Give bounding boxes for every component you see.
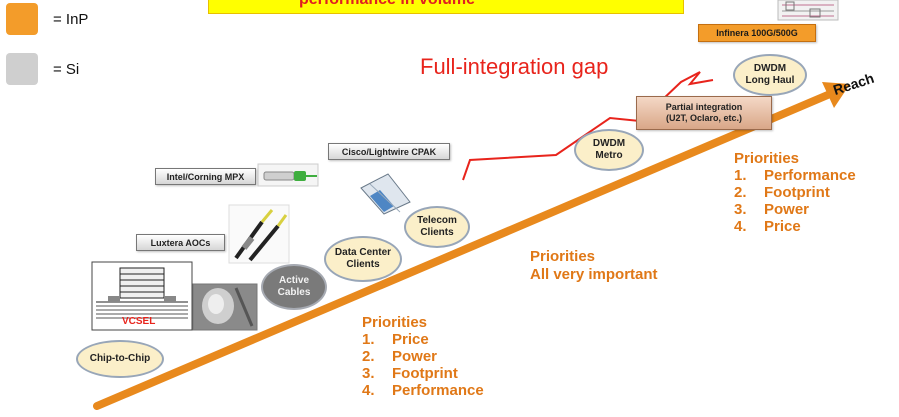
telecom-clients-line1: Telecom [417, 215, 457, 226]
active-cables-line2: Cables [277, 287, 311, 298]
priorities-bottom-title: Priorities [362, 314, 428, 331]
priorities-right-item: 1.Performance [734, 167, 856, 184]
priorities-right: Priorities 1.Performance 2.Footprint 3.P… [734, 150, 856, 235]
inp-legend-label: = InP [53, 11, 89, 28]
si-legend-swatch [6, 53, 38, 85]
luxtera-aoc-box: Luxtera AOCs [136, 234, 225, 251]
data-center-clients-line2: Clients [346, 259, 380, 270]
telecom-clients-oval: Telecom Clients [404, 206, 470, 248]
reach-arrow-shaft [93, 90, 834, 410]
priorities-bottom: Priorities 1.Price 2.Power 3.Footprint 4… [362, 314, 484, 399]
priorities-right-item: 3.Power [734, 201, 810, 218]
vcsel-diagram [91, 261, 193, 331]
dwdm-long-haul-line1: DWDM [753, 63, 787, 74]
infinera-box: Infinera 100G/500G [698, 24, 816, 42]
partial-integration-line1: Partial integration [665, 102, 743, 112]
data-center-clients-oval: Data Center Clients [324, 236, 402, 282]
dwdm-metro-line2: Metro [595, 150, 623, 161]
partial-integration-box: Partial integration (U2T, Oclaro, etc.) [636, 96, 772, 130]
inp-legend-swatch [6, 3, 38, 35]
dwdm-long-haul-line2: Long Haul [745, 75, 795, 86]
cisco-cpak-box: Cisco/Lightwire CPAK [328, 143, 450, 160]
priorities-middle-subtitle: All very important [530, 266, 658, 283]
dwdm-metro-oval: DWDM Metro [574, 129, 644, 171]
chip-to-chip-oval: Chip-to-Chip [76, 340, 164, 378]
priorities-middle-title: Priorities [530, 248, 596, 265]
vcsel-label: VCSEL [122, 316, 156, 327]
priorities-bottom-item: 2.Power [362, 348, 438, 365]
dwdm-metro-line1: DWDM [592, 138, 626, 149]
intel-mpx-box: Intel/Corning MPX [155, 168, 256, 185]
infinera-chip-image [777, 0, 839, 21]
aoc-cables-image [228, 204, 290, 264]
mpx-connector-image [257, 163, 319, 187]
si-legend-label: = Si [53, 61, 80, 78]
priorities-right-item: 2.Footprint [734, 184, 830, 201]
full-integration-gap-title: Full-integration gap [420, 54, 609, 79]
dwdm-long-haul-oval: DWDM Long Haul [733, 54, 807, 96]
priorities-bottom-item: 3.Footprint [362, 365, 458, 382]
priorities-bottom-item: 4.Performance [362, 382, 484, 399]
priorities-right-title: Priorities [734, 150, 800, 167]
data-center-clients-line1: Data Center [334, 247, 392, 258]
partial-integration-line2: (U2T, Oclaro, etc.) [665, 113, 743, 123]
active-cables-line1: Active [278, 275, 309, 286]
priorities-right-item: 4.Price [734, 218, 801, 235]
banner-text: performance in volume [299, 0, 475, 9]
active-cables-oval: Active Cables [261, 264, 327, 310]
top-banner: performance in volume [208, 0, 684, 14]
telecom-clients-line2: Clients [420, 227, 454, 238]
priorities-middle: Priorities All very important [530, 248, 658, 284]
reach-arrow-head [822, 82, 850, 108]
priorities-bottom-item: 1.Price [362, 331, 429, 348]
sem-photo-image [192, 283, 258, 331]
cpak-transceiver-image [360, 173, 411, 215]
